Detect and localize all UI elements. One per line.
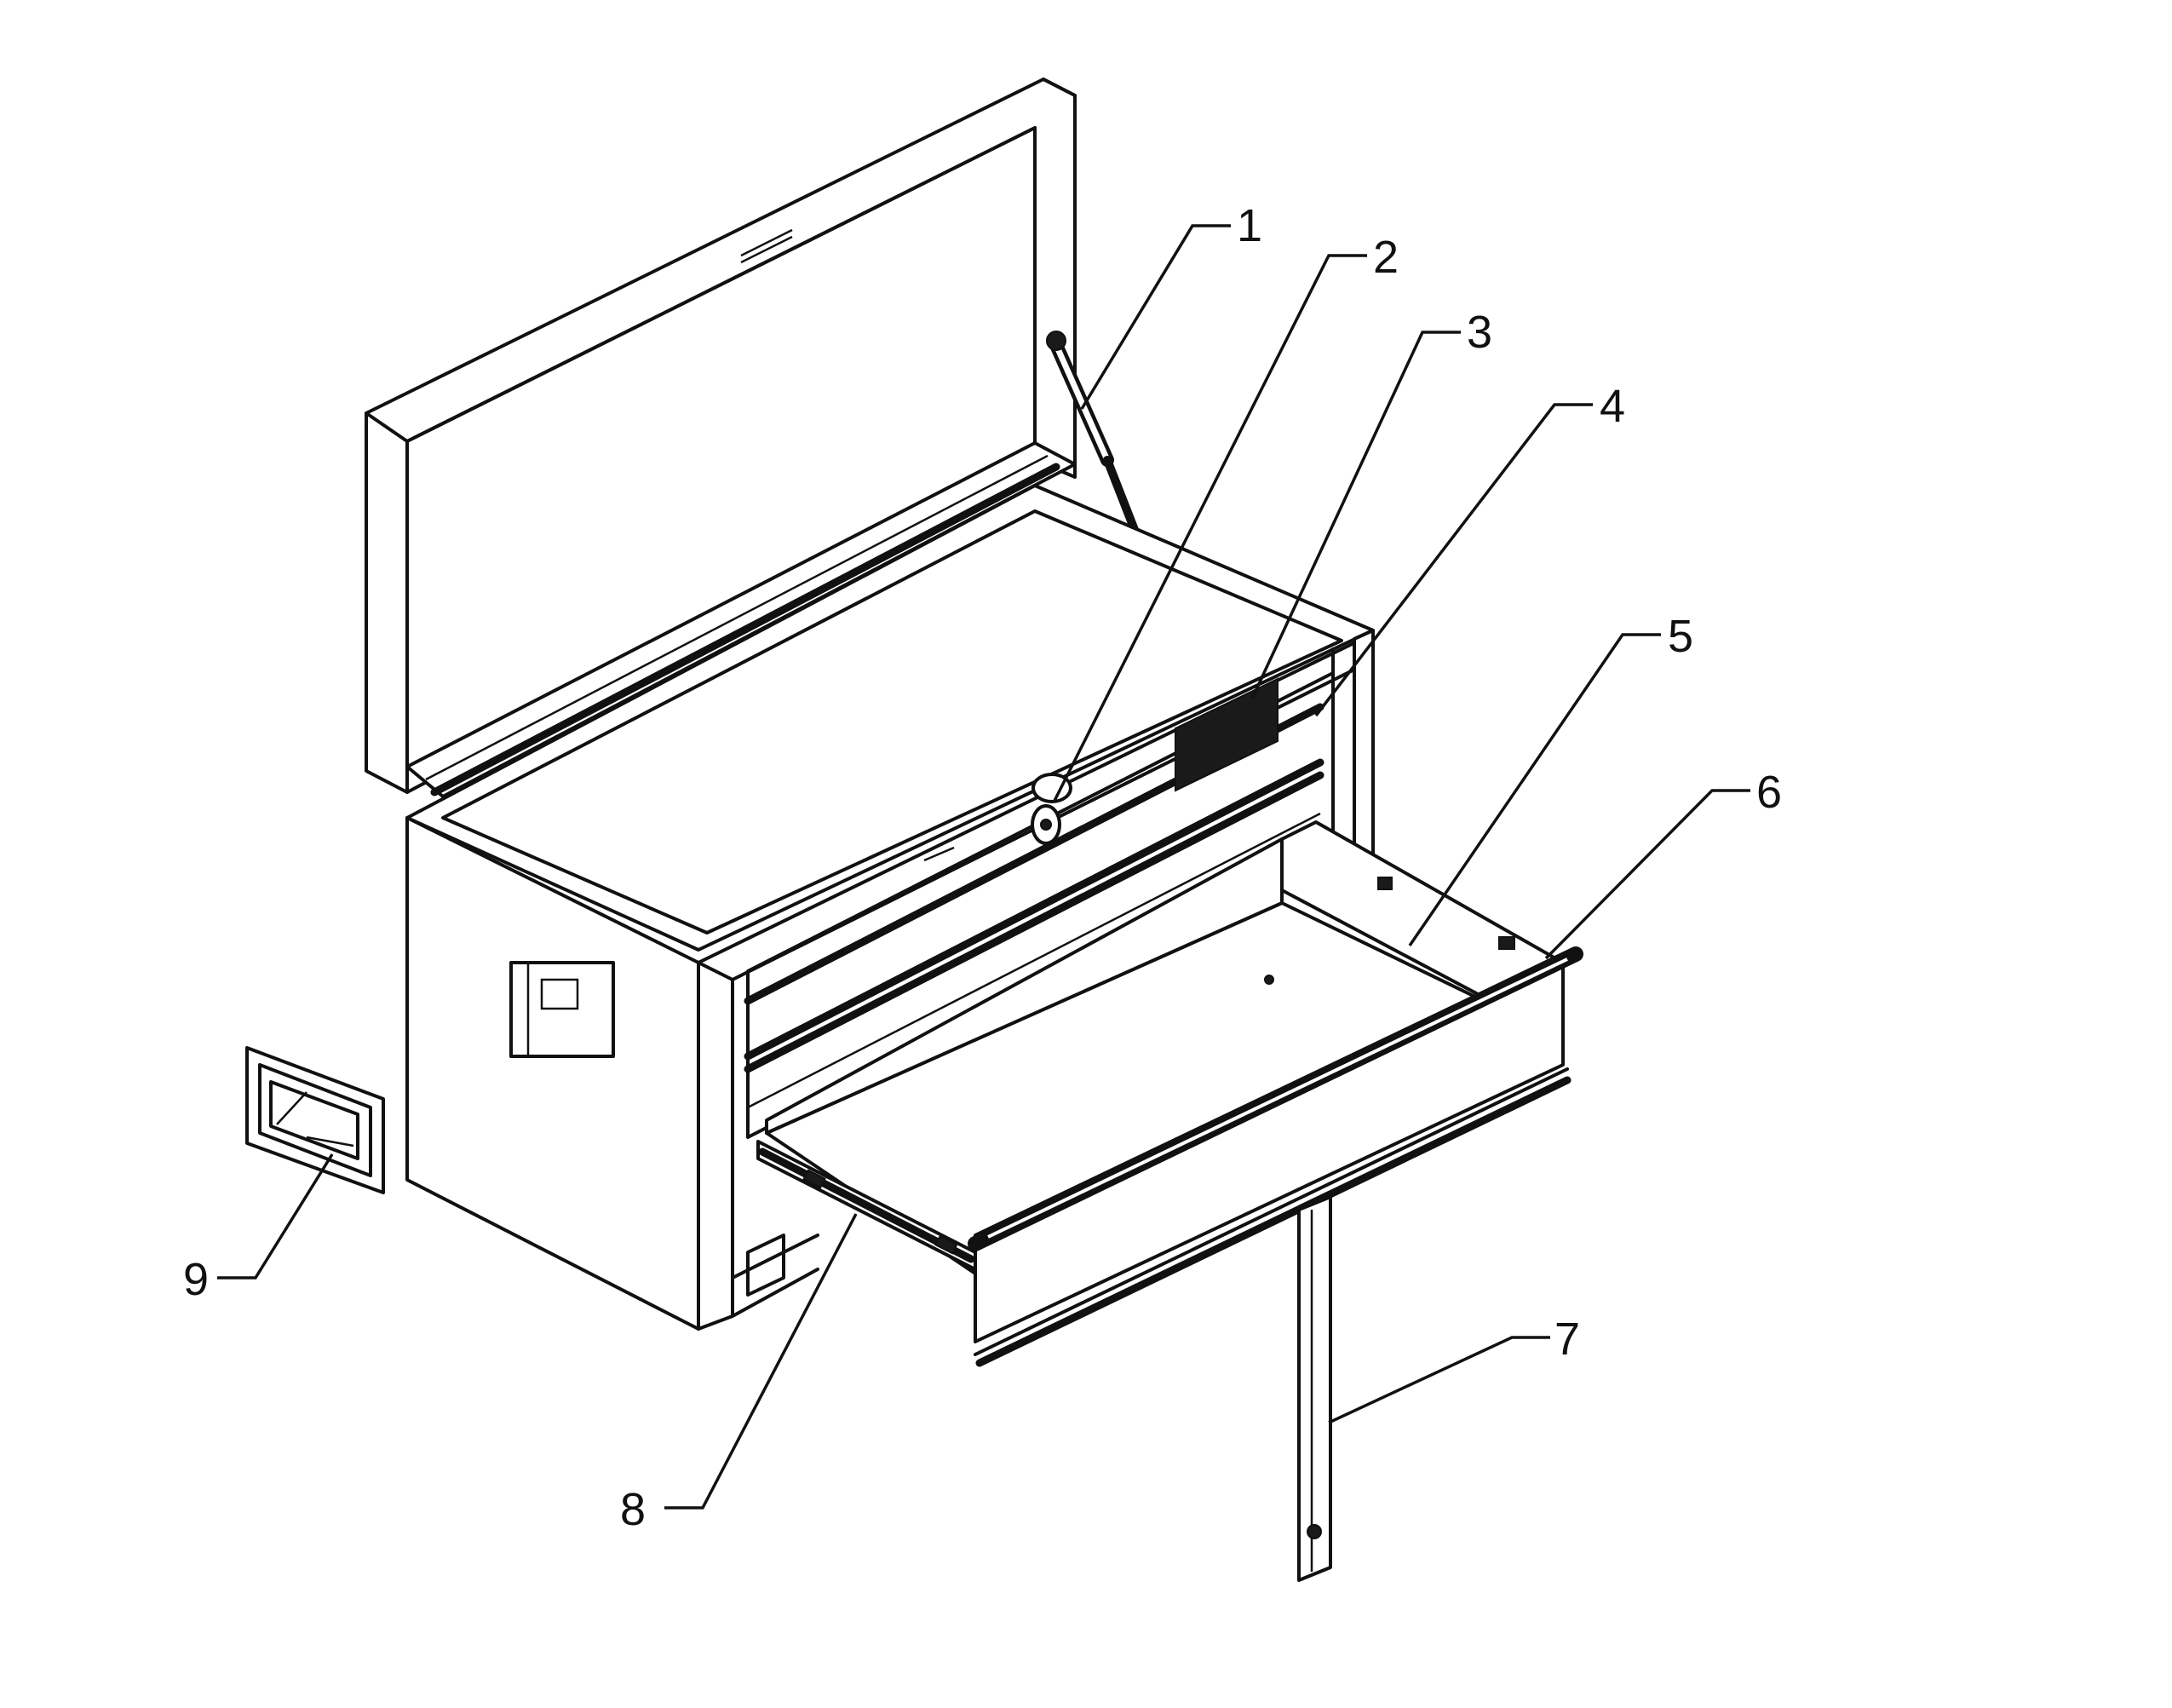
callout-6: 6 — [1544, 767, 1782, 960]
side-handle-part — [245, 1046, 385, 1194]
drawer — [746, 820, 1583, 1367]
callout-9: 9 — [183, 1153, 334, 1305]
callout-label-3: 3 — [1467, 307, 1492, 358]
callout-label-2: 2 — [1373, 232, 1399, 283]
callout-8: 8 — [620, 1213, 858, 1535]
callout-label-7: 7 — [1554, 1314, 1580, 1365]
divider-bar — [1297, 1195, 1332, 1582]
callout-label-4: 4 — [1600, 381, 1625, 432]
callout-label-8: 8 — [620, 1484, 646, 1535]
chest-body — [405, 484, 1375, 1331]
callout-label-9: 9 — [183, 1254, 209, 1305]
callout-label-6: 6 — [1756, 767, 1782, 818]
callout-7: 7 — [1328, 1314, 1580, 1424]
callout-5: 5 — [1408, 611, 1693, 946]
callout-4: 4 — [1314, 381, 1625, 717]
callout-3: 3 — [1250, 307, 1492, 699]
callout-2: 2 — [1053, 232, 1399, 802]
callout-label-1: 1 — [1237, 200, 1262, 251]
callout-1: 1 — [1080, 200, 1262, 410]
lid — [365, 78, 1077, 798]
callout-label-5: 5 — [1668, 611, 1693, 662]
